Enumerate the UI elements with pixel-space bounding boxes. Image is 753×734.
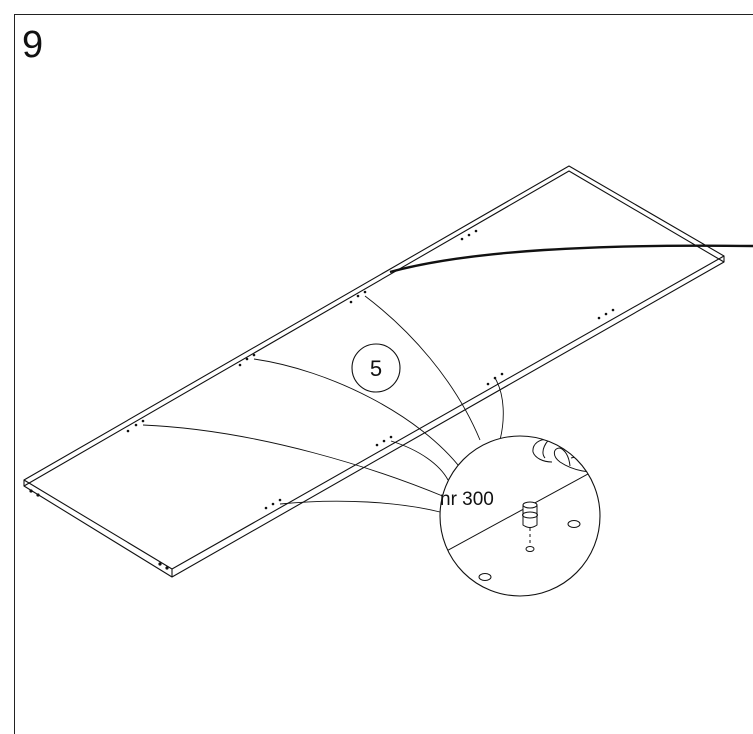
- leader-lines: [142, 295, 504, 513]
- step-number: 9: [22, 24, 44, 66]
- part-code-label: nr 300: [440, 489, 494, 510]
- edge-holes: [29, 489, 169, 570]
- cut-curve: [389, 244, 753, 274]
- quantity-callout: 5: [370, 356, 382, 381]
- detail-contents: [440, 436, 600, 581]
- quantity-callout-circle: [351, 343, 401, 393]
- dowel-icon: [522, 504, 538, 528]
- detail-circle: [439, 435, 601, 597]
- step-frame: [14, 14, 753, 734]
- dowel-hole-markers: [126, 229, 615, 510]
